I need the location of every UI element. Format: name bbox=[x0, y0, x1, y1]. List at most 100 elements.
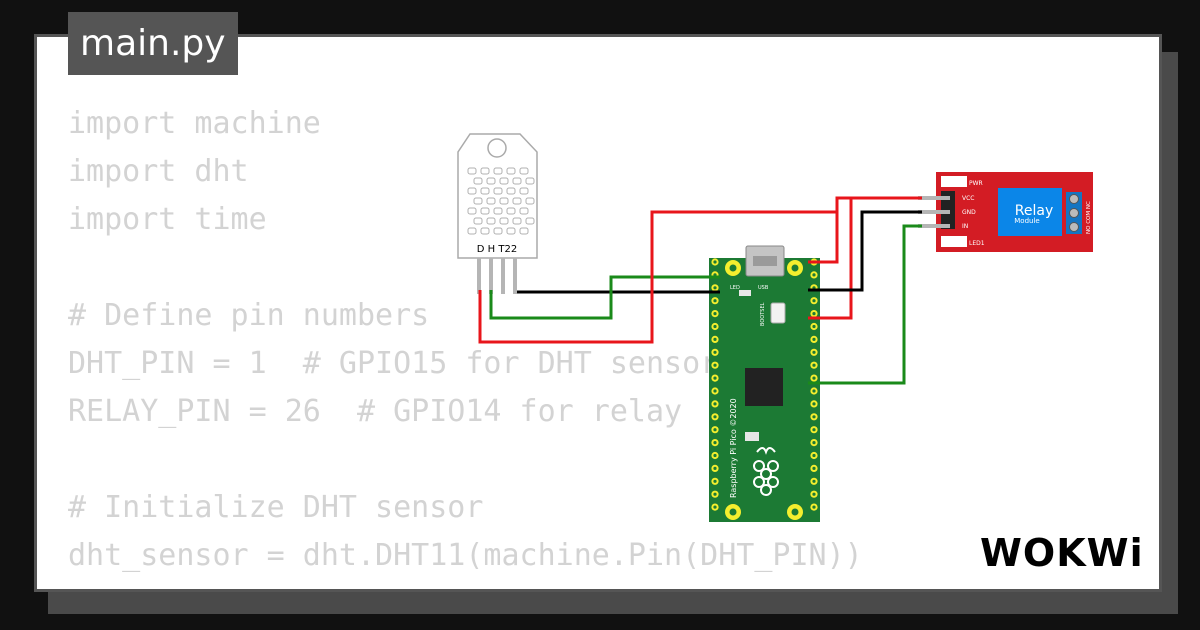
pwr-label: PWR bbox=[969, 180, 983, 187]
grille-slot bbox=[499, 177, 509, 185]
header-pin-hole bbox=[713, 260, 717, 264]
header-pin-hole bbox=[713, 286, 717, 290]
code-line: dht_sensor = dht.DHT11(machine.Pin(DHT_P… bbox=[68, 538, 863, 573]
dht22-pin-nc[interactable] bbox=[501, 258, 505, 294]
header-pins-right[interactable] bbox=[810, 258, 818, 511]
header-pin-hole bbox=[713, 324, 717, 329]
grille-slot bbox=[512, 217, 522, 225]
raspberry-pi-pico[interactable]: Raspberry Pi Pico ©2020 BOOTSEL LED USB bbox=[709, 245, 820, 522]
header-pin-hole bbox=[713, 389, 717, 393]
header-pin-hole bbox=[713, 363, 717, 367]
header-pin-hole bbox=[812, 453, 816, 458]
led-label: LED bbox=[730, 285, 740, 291]
relay-pin-label-in: IN bbox=[962, 223, 968, 230]
grille-slot bbox=[473, 217, 483, 225]
header-pin-hole bbox=[812, 363, 816, 367]
code-line: import machine bbox=[68, 106, 321, 141]
grille-slot bbox=[519, 227, 529, 235]
wire-red-dht-vcc[interactable] bbox=[478, 210, 839, 344]
relay-pin-vcc[interactable] bbox=[918, 196, 950, 200]
header-pin-hole bbox=[812, 428, 816, 432]
pico-board-label: Raspberry Pi Pico ©2020 bbox=[729, 398, 738, 498]
relay-pin-gnd[interactable] bbox=[918, 210, 950, 214]
grille-slot bbox=[480, 207, 490, 215]
grille-slot bbox=[525, 177, 535, 185]
wire-black-relay-gnd[interactable] bbox=[808, 210, 922, 292]
file-tab[interactable]: main.py bbox=[68, 12, 238, 75]
grille-slot bbox=[506, 207, 516, 215]
dht22-pin-vcc[interactable] bbox=[477, 258, 481, 294]
header-pin-hole bbox=[812, 350, 816, 354]
code-line: # Define pin numbers bbox=[68, 298, 430, 333]
header-pin-hole bbox=[812, 312, 816, 316]
grille-slot bbox=[493, 227, 503, 235]
header-pin-hole bbox=[713, 505, 717, 509]
header-pin-hole bbox=[812, 337, 816, 341]
header-pin-hole bbox=[713, 428, 717, 432]
dht22-pin-data[interactable] bbox=[489, 258, 493, 294]
grille-slot bbox=[512, 177, 522, 185]
dht22-pin-gnd[interactable] bbox=[513, 258, 517, 294]
code-line: # Initialize DHT sensor bbox=[68, 490, 484, 525]
grille-slot bbox=[519, 187, 529, 195]
grille-slot bbox=[493, 207, 503, 215]
header-pin-hole bbox=[812, 441, 816, 445]
grille-slot bbox=[486, 197, 496, 205]
code-line: DHT_PIN = 1 # GPIO15 for DHT sensor bbox=[68, 346, 719, 381]
header-pin-hole bbox=[812, 273, 816, 277]
grille-slot bbox=[486, 217, 496, 225]
grille-slot bbox=[493, 167, 503, 175]
relay-pin-label-gnd: GND bbox=[962, 209, 976, 216]
wokwi-logo-text: WOKWi bbox=[980, 531, 1144, 575]
header-pin-hole bbox=[713, 441, 717, 445]
pwr-led bbox=[941, 176, 967, 187]
grille-slot bbox=[473, 197, 483, 205]
header-pin-hole bbox=[812, 402, 816, 406]
dht22-mount-hole bbox=[487, 138, 507, 158]
wire-green-dht-data[interactable] bbox=[489, 275, 720, 320]
header-pin-hole bbox=[713, 479, 717, 483]
header-pin-hole bbox=[713, 453, 717, 458]
grille-slot bbox=[467, 167, 477, 175]
relay-module[interactable]: Relay Module NO COM NC PWR LED1 VCC GND … bbox=[918, 172, 1093, 252]
header-pins-left[interactable] bbox=[711, 258, 719, 511]
header-pin-hole bbox=[713, 312, 717, 316]
header-pin-hole bbox=[812, 299, 816, 303]
grille-slot bbox=[506, 167, 516, 175]
grille-slot bbox=[467, 227, 477, 235]
wire-green-relay-in[interactable] bbox=[808, 224, 922, 385]
rp2040-chip bbox=[745, 368, 783, 406]
grille-slot bbox=[486, 177, 496, 185]
header-pin-hole bbox=[812, 376, 816, 380]
onboard-led bbox=[739, 290, 751, 296]
grille-slot bbox=[480, 187, 490, 195]
grille-slot bbox=[493, 187, 503, 195]
led1-label: LED1 bbox=[969, 240, 985, 247]
terminal-label: NO COM NC bbox=[1086, 201, 1092, 234]
header-pin-hole bbox=[812, 324, 816, 329]
header-pin-hole bbox=[713, 376, 717, 380]
grille-slot bbox=[506, 227, 516, 235]
relay-pin-label-vcc: VCC bbox=[962, 195, 974, 202]
grille-slot bbox=[525, 217, 535, 225]
header-pin-hole bbox=[812, 479, 816, 483]
grille-slot bbox=[519, 167, 529, 175]
dht22-sensor[interactable]: D H T22 bbox=[457, 133, 538, 294]
header-pin-hole bbox=[812, 389, 816, 393]
grille-slot bbox=[480, 227, 490, 235]
grille-slot bbox=[467, 187, 477, 195]
bootsel-button[interactable] bbox=[770, 302, 786, 324]
grille-slot bbox=[499, 197, 509, 205]
header-pin-hole bbox=[713, 402, 717, 406]
grille-slot bbox=[525, 197, 535, 205]
dht22-body bbox=[457, 133, 538, 259]
usb-label: USB bbox=[758, 285, 769, 291]
header-pin-hole bbox=[713, 350, 717, 354]
wokwi-logo: WOKWi bbox=[980, 531, 1144, 575]
relay-pin-in[interactable] bbox=[918, 224, 950, 228]
grille-slot bbox=[519, 207, 529, 215]
wire-red-relay-vbus[interactable] bbox=[808, 196, 922, 320]
raspberry-logo-icon bbox=[753, 447, 779, 496]
